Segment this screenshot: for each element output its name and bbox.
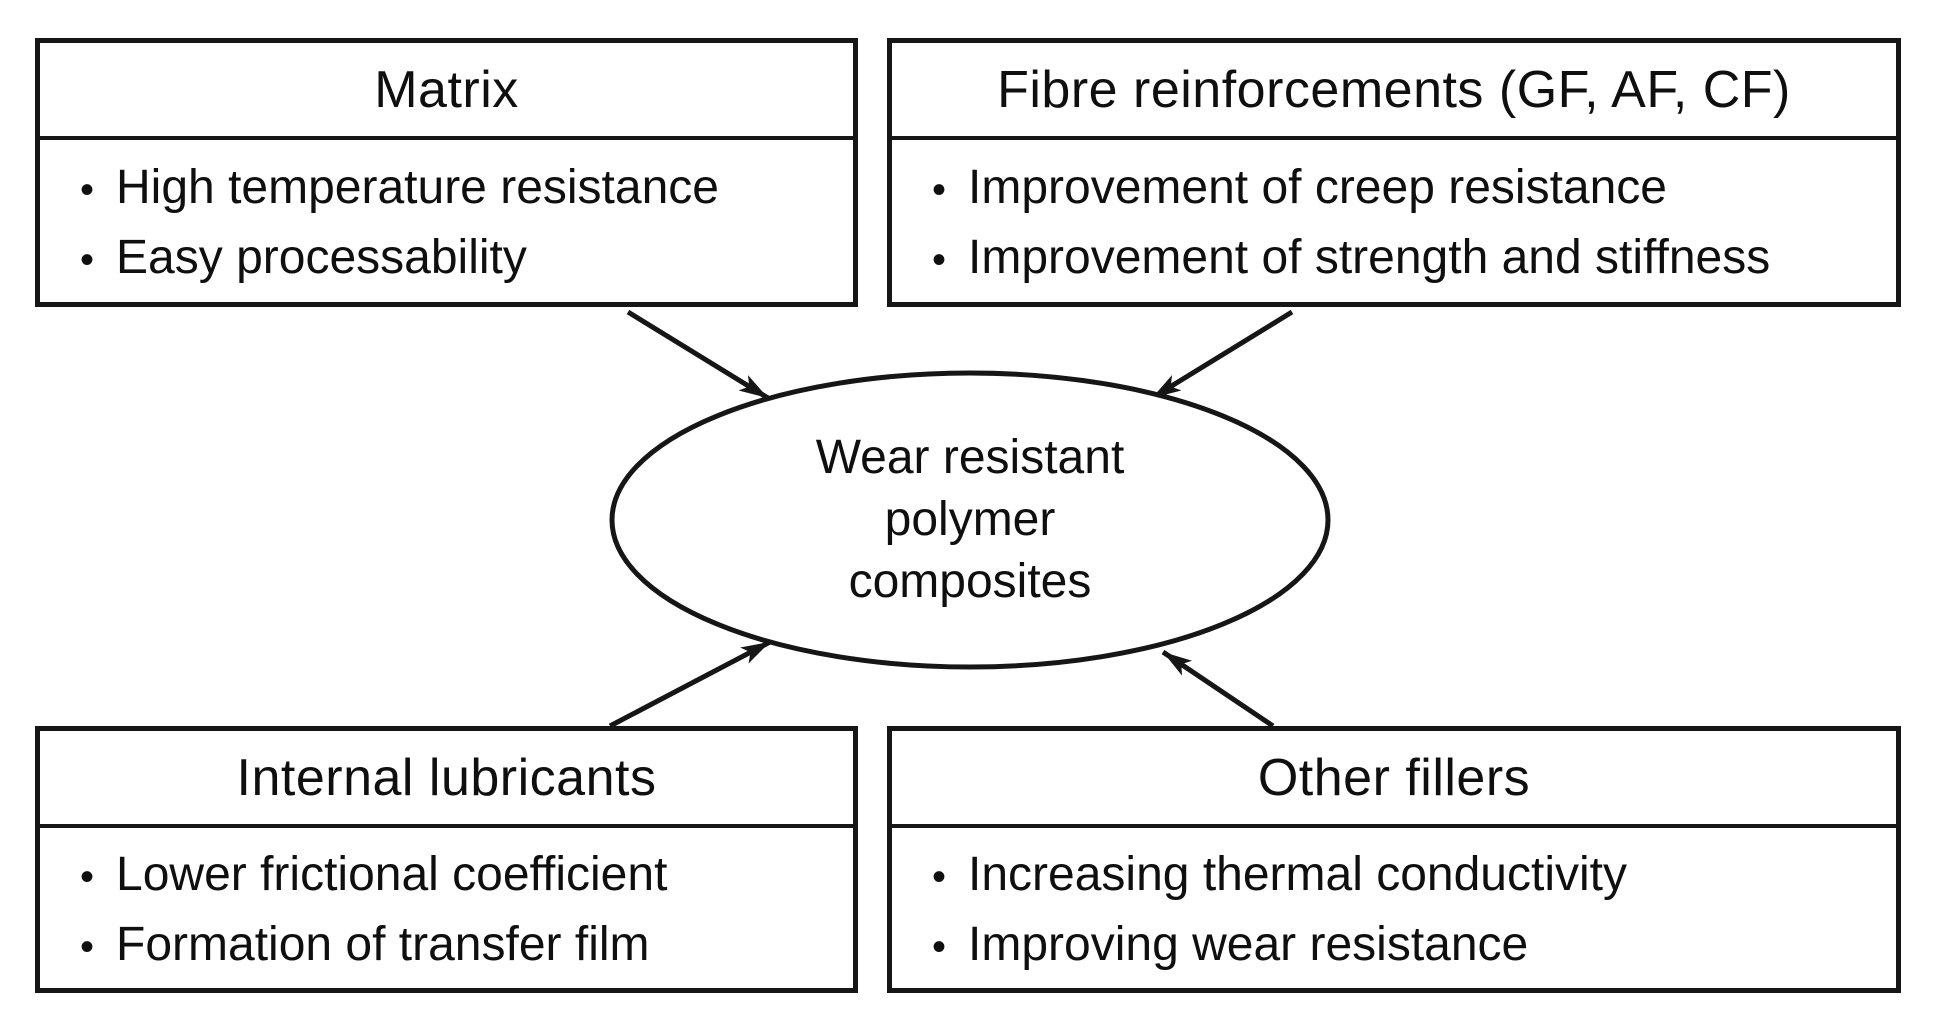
bullet-icon: • [932, 925, 947, 969]
list-item: • Improving wear resistance [932, 911, 1886, 981]
box-title-internal-lubricants: Internal lubricants [40, 731, 853, 828]
list-item-text: Improvement of creep resistance [968, 161, 1667, 214]
arrow-lubricants-to-center [608, 639, 772, 729]
box-body-matrix: • High temperature resistance • Easy pro… [40, 140, 853, 302]
box-title-matrix: Matrix [40, 43, 853, 140]
box-title-fibre-reinforcements: Fibre reinforcements (GF, AF, CF) [892, 43, 1896, 140]
list-item: • Improvement of strength and stiffness [932, 224, 1886, 294]
arrow-fibre-to-center [1150, 309, 1294, 401]
list-item-text: Formation of transfer film [116, 918, 650, 971]
box-body-internal-lubricants: • Lower frictional coefficient • Formati… [40, 828, 853, 988]
info-box-other-fillers: Other fillers • Increasing thermal condu… [887, 726, 1901, 993]
list-item-text: Lower frictional coefficient [116, 848, 668, 901]
box-body-other-fillers: • Increasing thermal conductivity • Impr… [892, 828, 1896, 988]
list-item-text: Increasing thermal conductivity [968, 848, 1627, 901]
bullet-icon: • [932, 168, 947, 212]
center-ellipse [609, 370, 1331, 670]
bullet-icon: • [932, 855, 947, 899]
bullet-icon: • [80, 855, 95, 899]
info-box-matrix: Matrix • High temperature resistance • E… [35, 38, 858, 307]
arrow-fillers-to-center [1161, 649, 1275, 729]
list-item-text: Improvement of strength and stiffness [968, 231, 1771, 284]
box-body-fibre-reinforcements: • Improvement of creep resistance • Impr… [892, 140, 1896, 302]
bullet-icon: • [932, 238, 947, 282]
list-item: • Increasing thermal conductivity [932, 841, 1886, 911]
bullet-icon: • [80, 238, 95, 282]
box-title-other-fillers: Other fillers [892, 731, 1896, 828]
list-item: • Easy processability [80, 224, 843, 294]
bullet-icon: • [80, 168, 95, 212]
info-box-fibre-reinforcements: Fibre reinforcements (GF, AF, CF) • Impr… [887, 38, 1901, 307]
info-box-internal-lubricants: Internal lubricants • Lower frictional c… [35, 726, 858, 993]
list-item: • Lower frictional coefficient [80, 841, 843, 911]
list-item: • Improvement of creep resistance [932, 154, 1886, 224]
list-item: • High temperature resistance [80, 154, 843, 224]
list-item-text: Easy processability [116, 231, 527, 284]
bullet-icon: • [80, 925, 95, 969]
arrow-matrix-to-center [626, 309, 770, 401]
list-item-text: High temperature resistance [116, 161, 719, 214]
list-item: • Formation of transfer film [80, 911, 843, 981]
list-item-text: Improving wear resistance [968, 918, 1529, 971]
